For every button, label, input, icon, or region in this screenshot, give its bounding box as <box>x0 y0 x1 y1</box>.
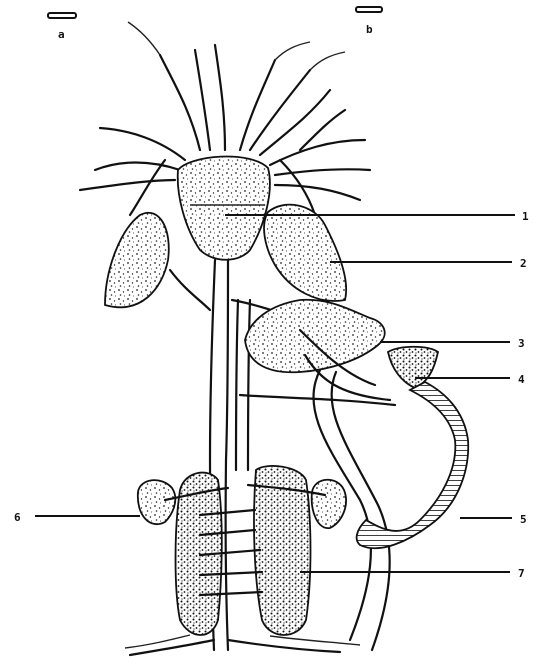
label-6: 6 <box>14 511 21 524</box>
coiled-tube-5 <box>357 382 469 548</box>
left-kidney-6 <box>138 480 176 524</box>
organ-3 <box>245 300 385 372</box>
left-lobe <box>105 213 169 307</box>
label-4: 4 <box>518 373 525 386</box>
scale-bar-b: b <box>356 7 382 36</box>
right-lobe-2 <box>264 205 346 301</box>
label-3: 3 <box>518 337 525 350</box>
right-kidney <box>312 480 346 528</box>
label-2: 2 <box>520 257 527 270</box>
scale-bar-b-label: b <box>366 23 373 36</box>
label-5: 5 <box>520 513 527 526</box>
label-7: 7 <box>518 567 525 580</box>
central-organ-1 <box>178 156 270 259</box>
bottom-vessels <box>125 635 360 655</box>
cup-organ-4 <box>388 347 438 388</box>
scale-bar-a-label: a <box>58 28 65 41</box>
label-1: 1 <box>522 210 529 223</box>
scale-bar-a: a <box>48 13 76 41</box>
